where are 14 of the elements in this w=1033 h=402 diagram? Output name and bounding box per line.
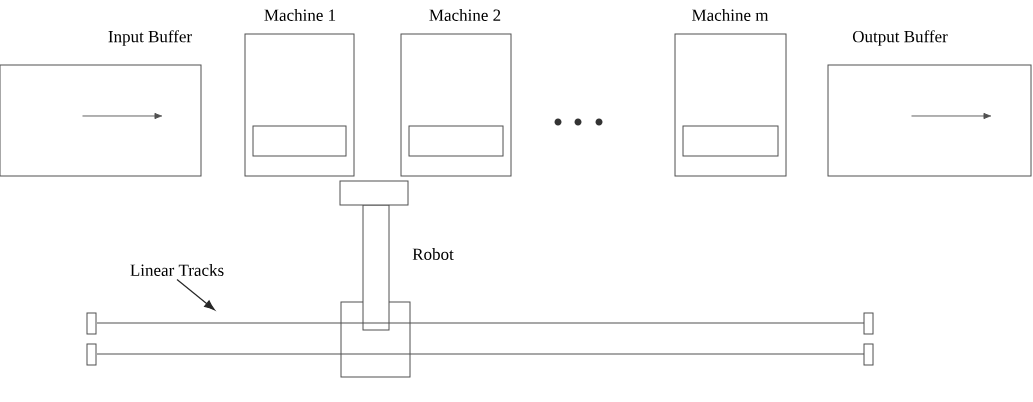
- part-label: Robot: [412, 248, 454, 260]
- track-label: Linear Tracks: [130, 264, 224, 276]
- leader-line: [176, 278, 216, 311]
- heading: Machine 2: [429, 9, 501, 21]
- machine-box: [244, 9, 355, 177]
- buffer-box: [827, 30, 1032, 177]
- heading: Input Buffer: [108, 30, 192, 46]
- heading: Machine 1: [264, 9, 336, 21]
- buffer-box: [0, 30, 202, 177]
- machine-box: [674, 9, 787, 177]
- heading: Output Buffer: [852, 30, 948, 46]
- linear-track-drawing: [86, 312, 874, 366]
- heading: Machine m: [692, 9, 769, 21]
- machine-box: [400, 9, 512, 177]
